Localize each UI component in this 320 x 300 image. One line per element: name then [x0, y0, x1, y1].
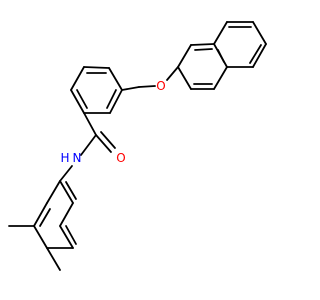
bond — [76, 89, 88, 109]
structure-canvas: O O N H — [8, 21, 267, 271]
bond — [217, 49, 225, 63]
benzene-ring-center — [70, 66, 123, 114]
amide-hydrogen-label: H — [60, 151, 69, 165]
bond — [177, 66, 192, 90]
bond — [59, 180, 74, 204]
bond — [108, 67, 123, 91]
bond — [65, 181, 77, 200]
amide-group — [59, 112, 116, 182]
bond — [249, 44, 262, 64]
bond — [213, 66, 228, 90]
carbonyl-oxygen-label: O — [116, 151, 125, 165]
ether-linkage — [121, 66, 179, 91]
naphthalene-ring-right — [213, 21, 267, 68]
bond — [83, 66, 110, 69]
bond — [106, 89, 117, 109]
bond — [59, 165, 73, 182]
bond — [70, 89, 85, 114]
amide-nitrogen-label: N — [73, 151, 82, 165]
methyl-bond — [46, 247, 61, 271]
bond — [95, 134, 112, 153]
bond — [194, 48, 213, 51]
bond — [109, 89, 123, 114]
bond — [59, 225, 74, 249]
bond — [65, 225, 77, 245]
molecule-structure: O O N H — [8, 21, 267, 271]
bond — [138, 85, 156, 88]
bond — [100, 131, 116, 149]
bond — [177, 44, 192, 68]
bond — [213, 21, 228, 45]
bond — [252, 43, 267, 68]
bond — [39, 208, 51, 227]
dimethylphenyl-ring — [33, 180, 77, 249]
bond — [33, 225, 48, 249]
bond — [70, 66, 85, 91]
bond — [166, 66, 179, 81]
bond — [46, 180, 61, 204]
bond — [59, 202, 74, 227]
bond — [33, 202, 48, 227]
bond — [190, 43, 215, 46]
naphthalene-ring-left — [177, 43, 228, 90]
bond — [121, 86, 140, 91]
bond — [83, 112, 97, 136]
ether-oxygen-label: O — [156, 79, 165, 93]
bond — [252, 21, 267, 45]
bond — [80, 134, 97, 156]
methyl-groups — [8, 225, 61, 271]
